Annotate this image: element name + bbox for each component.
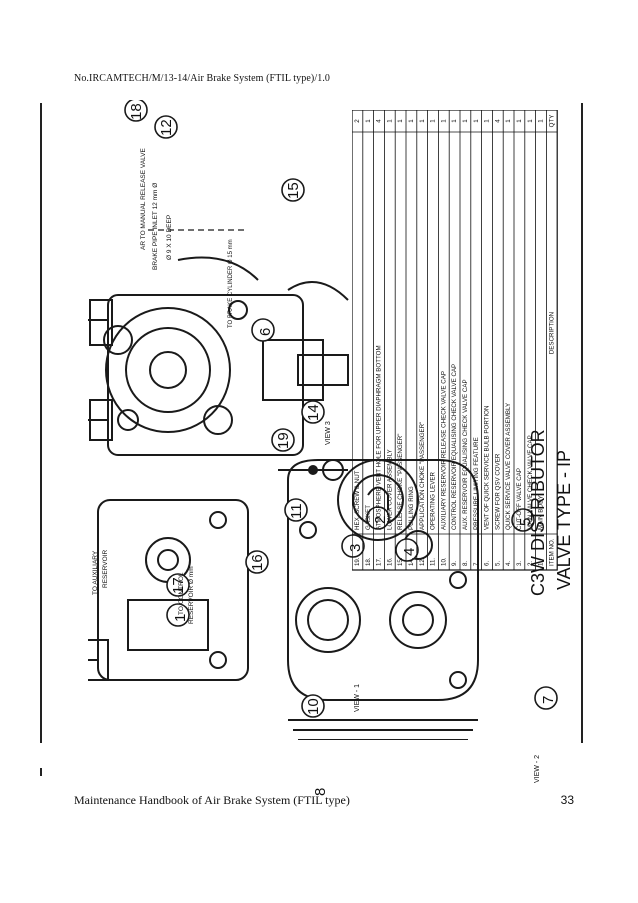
parts-row-item: 4. [505, 561, 512, 566]
footer-title: Maintenance Handbook of Air Brake System… [74, 793, 350, 807]
label-brake-pipe-inlet: BRAKE PIPE INLET 12 mm Ø [152, 182, 159, 270]
distributor-drawing: AR TO MANUAL RELEASE VALVE BRAKE PIPE IN… [88, 100, 574, 796]
parts-row-qty: 1 [430, 119, 437, 123]
callout-10: 10 [305, 698, 322, 715]
parts-row-qty: 1 [440, 119, 447, 123]
parts-row-qty: 1 [516, 119, 523, 123]
parts-row-description: OPERATING LEVER [430, 471, 437, 530]
parts-row-item: 11. [430, 558, 437, 566]
parts-row-item: 6. [484, 561, 491, 566]
callout-19: 19 [275, 432, 292, 449]
parts-row-qty: 1 [484, 119, 491, 123]
parts-row-item: 9. [451, 561, 458, 566]
parts-header-qty: QTY [548, 115, 555, 128]
callout-15: 15 [285, 182, 302, 199]
parts-row-qty: 2 [354, 119, 361, 123]
parts-row-item: 10. [440, 557, 447, 566]
parts-row-qty: 1 [451, 119, 458, 123]
callout-11: 11 [288, 503, 305, 519]
parts-row-qty: 1 [408, 119, 415, 123]
parts-row-description: RELEASE CHOKE "PASSENGER" [397, 434, 404, 530]
callout-12: 12 [158, 119, 175, 136]
parts-row-description: APPLICATION CHOKE "PASSENGER" [419, 422, 426, 530]
top-view [88, 229, 349, 456]
parts-row-description: PRESSURE LIMITING FEATURE [473, 437, 480, 530]
parts-row-qty: 1 [527, 119, 534, 123]
parts-table-border [351, 109, 558, 571]
parts-row-qty: 1 [473, 119, 480, 123]
parts-row-item: 3. [516, 561, 523, 566]
parts-row-description: CONTROL RESERVOIR EQUALISING CHECK VALVE… [451, 364, 458, 530]
label-manual-release: AR TO MANUAL RELEASE VALVE [140, 148, 147, 250]
parts-row-item: 18. [365, 557, 372, 566]
parts-row-qty: 1 [365, 119, 372, 123]
parts-row-description: LOWER COVER ASSEMBLY [386, 449, 393, 530]
parts-row-description: GASKET [365, 505, 372, 530]
parts-row-qty: 1 [462, 119, 469, 123]
label-view-2: VIEW - 2 [534, 754, 541, 783]
parts-row-item: 14. [408, 557, 415, 566]
frame-left-line [40, 103, 42, 743]
callout-bubbles [124, 100, 558, 718]
parts-row-item: 2. [527, 561, 534, 566]
lever-detail [278, 459, 348, 481]
parts-row-description: QUICK SERVICE VALVE COVER ASSEMBLY [505, 403, 512, 530]
callout-6: 6 [257, 327, 274, 336]
parts-row-item: 5. [494, 561, 501, 566]
label-control-reservoir-2: RESERVOIR Ø mm [188, 566, 195, 624]
frame-right-line [581, 103, 583, 743]
label-aux-reservoir-1: TO AUXILIARY [92, 550, 99, 595]
parts-row-description: MAIN BODY [538, 495, 545, 530]
callout-14: 14 [305, 404, 322, 421]
label-view-3: VIEW 3 [325, 421, 332, 445]
parts-row-item: 7. [473, 561, 480, 566]
label-deep: Ø 9 X 10 DEEP [166, 214, 173, 260]
parts-row-qty: 1 [419, 119, 426, 123]
frame-tick [40, 768, 42, 776]
parts-row-item: 16. [386, 557, 393, 566]
parts-row-qty: 1 [538, 119, 545, 123]
callout-18: 18 [128, 103, 145, 120]
label-aux-reservoir-2: RESERVOIR [102, 549, 109, 588]
label-brake-cylinder: TO BRAKE CYLINDER Ø 15 mm [228, 239, 234, 328]
parts-row-item: 17. [376, 557, 383, 566]
parts-row-description: HEX. SCREW & NUT [354, 470, 361, 530]
parts-row-item: 8. [462, 561, 469, 566]
callout-17: 17 [170, 577, 187, 594]
parts-row-qty: 4 [376, 119, 383, 123]
page-number: 33 [560, 793, 574, 807]
parts-row-item: 1. [538, 561, 545, 566]
parts-row-description: ATMOSPHERE VENT HOLE FOR UPPER DIAPHRAGM… [376, 345, 383, 530]
parts-row-description: MAIN VALVE CHECK VALVE CAP [527, 435, 534, 530]
parts-row-description: CUT-OFF VALVE CAP [516, 468, 523, 530]
parts-header-item: ITEM NO. [548, 538, 555, 566]
parts-row-item: 19. [354, 557, 361, 566]
parts-row-qty: 1 [505, 119, 512, 123]
footer: Maintenance Handbook of Air Brake System… [74, 793, 574, 808]
callout-7: 7 [540, 695, 557, 704]
header-reference: No.IRCAMTECH/M/13-14/Air Brake System (F… [74, 73, 331, 84]
parts-row-description: PULLING RING [408, 486, 415, 530]
parts-row-description: SCREW FOR QSV COVER [494, 453, 501, 530]
parts-row-description: VENT OF QUICK SERVICE BULB PORTION [484, 406, 491, 530]
parts-row-qty: 4 [494, 119, 501, 123]
technical-drawing-svg [88, 100, 558, 740]
callout-16: 16 [249, 554, 266, 571]
callout-1: 1 [172, 613, 189, 622]
parts-row-qty: 1 [386, 119, 393, 123]
parts-row-item: 12. [419, 557, 426, 566]
label-view-1: VIEW - 1 [354, 683, 361, 712]
parts-row-qty: 1 [397, 119, 404, 123]
parts-row-item: 15. [397, 557, 404, 566]
parts-row-description: AUXILIARY RESERVOIR RELEASE CHECK VALVE … [440, 371, 447, 530]
parts-header-description: DESCRIPTION [548, 312, 555, 354]
parts-row-description: AUX. RESERVOIR EQUALISING CHECK VALVE CA… [462, 379, 469, 530]
